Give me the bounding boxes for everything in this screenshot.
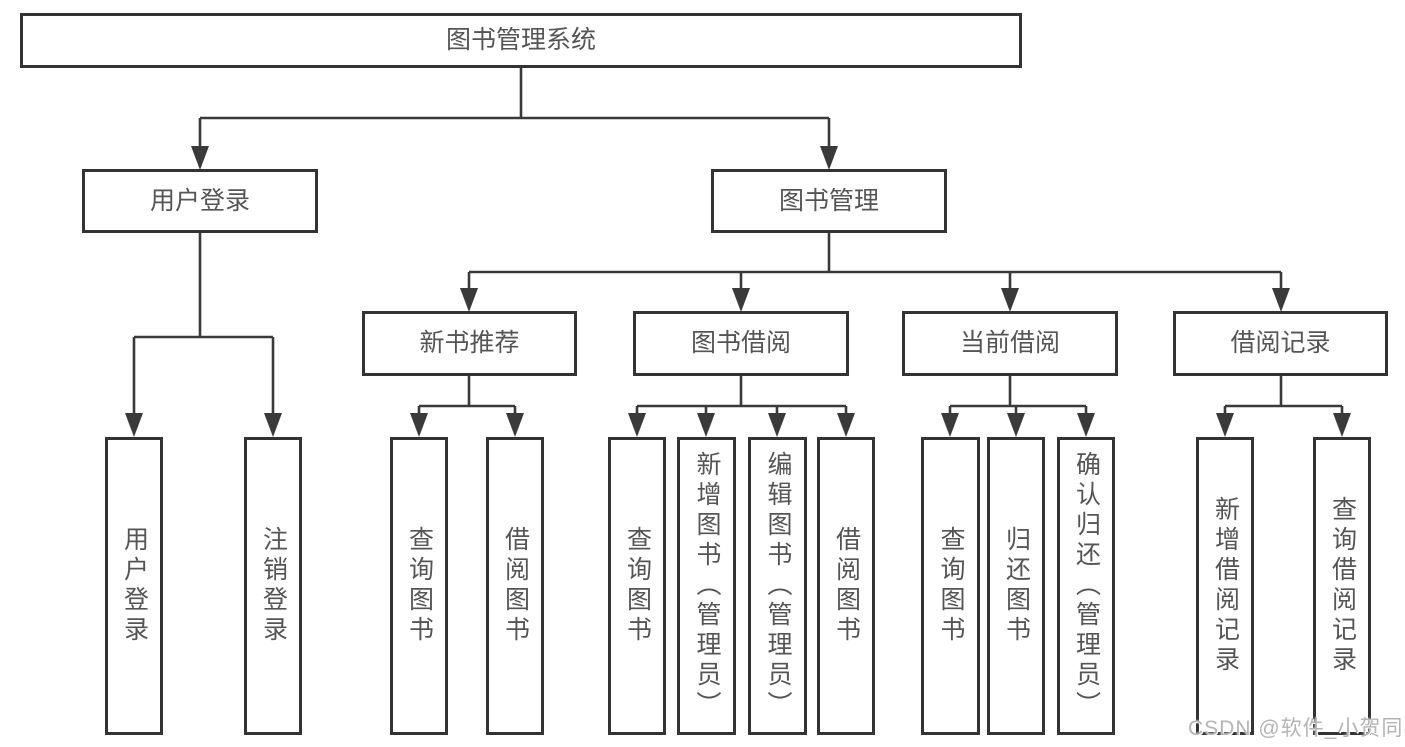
leaf-confirm-return-admin: 确认归还（管理员） <box>1057 437 1115 735</box>
leaf-borrow-books-borrowing: 借阅图书 <box>817 437 875 735</box>
node-current-borrowing-label: 当前借阅 <box>959 329 1060 357</box>
connector-book-borrowing-children <box>628 376 855 437</box>
node-book-management: 图书管理 <box>711 169 947 233</box>
csdn-watermark: CSDN @软件_小贺同学 <box>1188 717 1405 740</box>
leaf-add-book-admin: 新增图书（管理员） <box>677 437 736 735</box>
leaf-return-book: 归还图书 <box>987 437 1045 735</box>
leaf-add-book-admin-label: 新增图书（管理员） <box>693 451 721 721</box>
leaf-return-book-label: 归还图书 <box>1002 526 1031 646</box>
node-current-borrowing: 当前借阅 <box>902 311 1118 376</box>
leaf-query-books-current-label: 查询图书 <box>937 526 965 646</box>
leaf-logout-label: 注销登录 <box>259 526 288 646</box>
node-root: 图书管理系统 <box>20 13 1022 68</box>
node-book-borrowing-label: 图书借阅 <box>690 329 791 357</box>
leaf-logout: 注销登录 <box>244 437 302 735</box>
leaf-add-borrow-record-label: 新增借阅记录 <box>1211 496 1240 676</box>
connector-root-to-level2 <box>191 68 838 170</box>
leaf-borrow-books-borrowing-label: 借阅图书 <box>832 526 861 646</box>
leaf-edit-book-admin: 编辑图书（管理员） <box>748 437 807 735</box>
leaf-query-books-borrowing-label: 查询图书 <box>623 526 652 646</box>
node-user-login-label: 用户登录 <box>149 186 250 215</box>
leaf-query-borrow-record: 查询借阅记录 <box>1313 437 1371 735</box>
leaf-user-login: 用户登录 <box>105 437 163 735</box>
connector-book-management-children <box>460 233 1290 312</box>
node-new-book-recommend-label: 新书推荐 <box>419 329 520 357</box>
leaf-query-books-recommend: 查询图书 <box>390 437 448 735</box>
leaf-query-borrow-record-label: 查询借阅记录 <box>1328 496 1357 676</box>
leaf-borrow-books-recommend: 借阅图书 <box>486 437 544 735</box>
leaf-user-login-label: 用户登录 <box>120 526 149 646</box>
leaf-query-books-recommend-label: 查询图书 <box>405 526 434 646</box>
node-user-login: 用户登录 <box>82 169 318 233</box>
connector-new-book-recommend-children <box>410 376 524 437</box>
leaf-query-books-current: 查询图书 <box>921 437 980 735</box>
leaf-borrow-books-recommend-label: 借阅图书 <box>501 526 530 646</box>
connector-borrow-records-children <box>1216 376 1351 437</box>
node-new-book-recommend: 新书推荐 <box>362 311 577 376</box>
node-root-label: 图书管理系统 <box>445 26 596 54</box>
node-book-borrowing: 图书借阅 <box>633 311 849 376</box>
node-borrow-records-label: 借阅记录 <box>1230 329 1331 357</box>
leaf-add-borrow-record: 新增借阅记录 <box>1196 437 1254 735</box>
node-borrow-records: 借阅记录 <box>1173 311 1388 376</box>
node-book-management-label: 图书管理 <box>778 186 879 215</box>
connector-user-login-children <box>125 233 282 437</box>
leaf-confirm-return-admin-label: 确认归还（管理员） <box>1072 451 1101 721</box>
connector-current-borrowing-children <box>941 376 1095 437</box>
leaf-edit-book-admin-label: 编辑图书（管理员） <box>764 451 792 721</box>
leaf-query-books-borrowing: 查询图书 <box>608 437 666 735</box>
